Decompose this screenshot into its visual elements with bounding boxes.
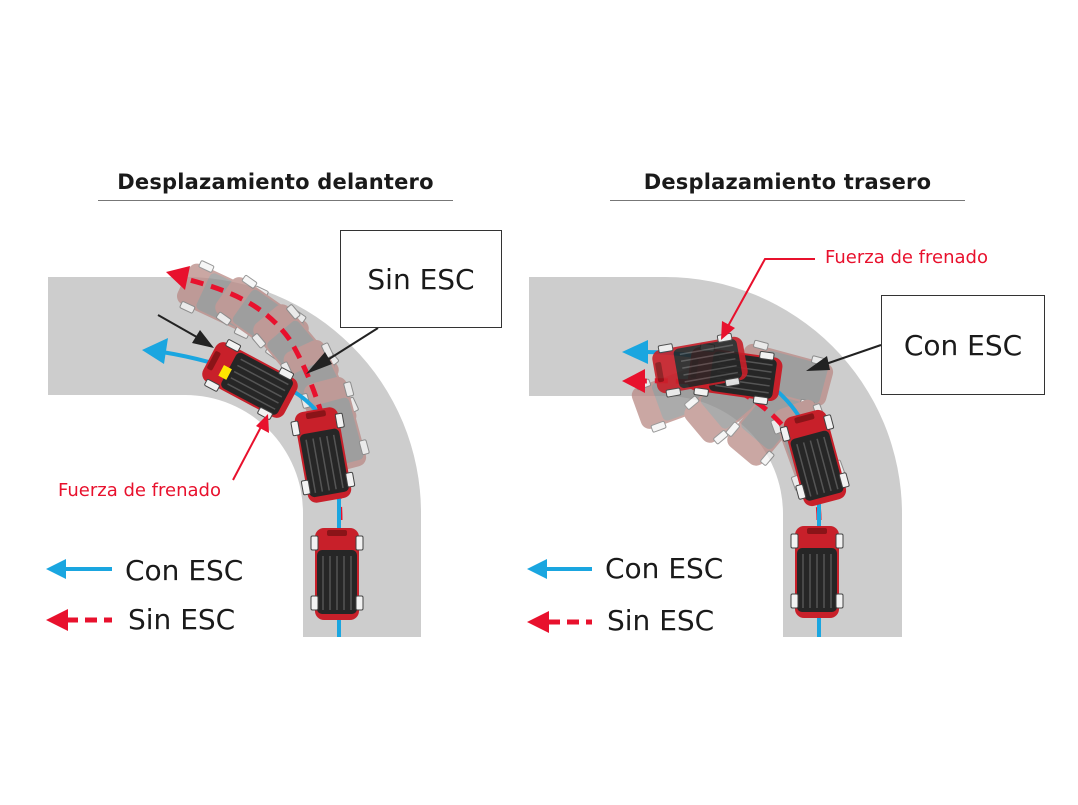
left-panel	[46, 256, 421, 637]
left-blue-arrowhead-icon	[142, 338, 168, 364]
left-legend-sin-arrow-icon	[46, 609, 68, 631]
left-braking-force-label: Fuerza de frenado	[58, 480, 221, 501]
right-brake-arrow-icon	[721, 321, 735, 340]
right-callout-box: Con ESC	[881, 295, 1045, 395]
right-braking-force-label: Fuerza de frenado	[825, 247, 988, 268]
right-red-arrowhead-icon	[622, 369, 645, 393]
right-car-start	[790, 525, 844, 619]
left-callout-line-black	[157, 314, 203, 341]
left-car-turning	[196, 334, 304, 426]
left-callout-box: Sin ESC	[340, 230, 502, 328]
right-callout-arrow-box-icon	[806, 356, 830, 371]
right-blue-arrowhead-icon	[622, 340, 648, 364]
right-callout-box-label: Con ESC	[903, 328, 1023, 362]
right-legend-with-esc: Con ESC	[605, 552, 724, 585]
left-legend-without-esc: Sin ESC	[128, 603, 236, 636]
left-brake-callout-line	[232, 424, 263, 481]
left-red-arrowhead-icon	[166, 266, 190, 290]
right-legend-without-esc: Sin ESC	[607, 604, 715, 637]
left-brake-arrow-icon	[256, 414, 269, 433]
right-callout-line-box	[819, 344, 882, 367]
right-legend-sin-arrow-icon	[527, 611, 549, 633]
left-callout-arrow-box-icon	[306, 352, 332, 374]
left-legend-with-esc: Con ESC	[125, 554, 244, 587]
left-legend-con-arrow-icon	[46, 559, 66, 579]
right-brake-callout-line	[726, 258, 815, 329]
right-panel-title: Desplazamiento trasero	[610, 170, 965, 201]
left-panel-title: Desplazamiento delantero	[98, 170, 453, 201]
right-legend-con-arrow-icon	[527, 559, 547, 579]
right-panel	[527, 258, 902, 637]
left-car-start	[310, 527, 364, 621]
left-callout-box-label: Sin ESC	[367, 262, 475, 296]
left-callout-arrow-black-icon	[192, 330, 214, 348]
